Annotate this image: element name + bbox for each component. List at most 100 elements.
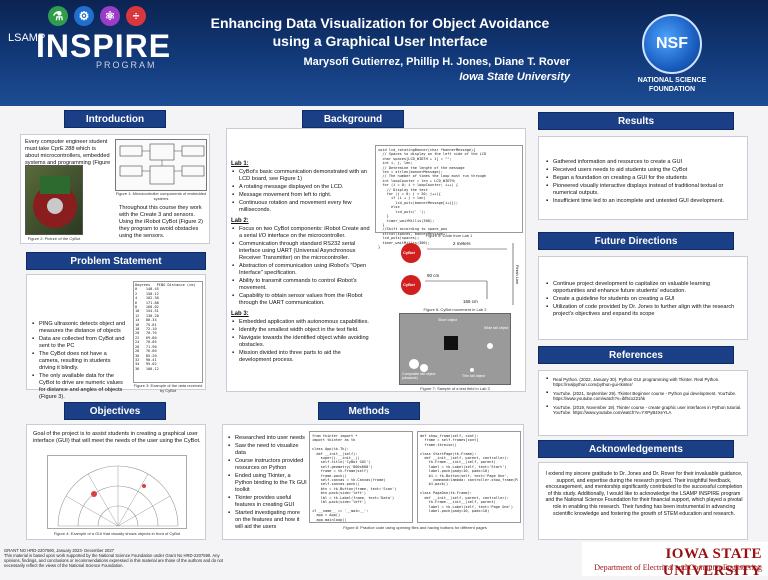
lab1-code: void lcd_rotatingBanner(char *bannerMess… <box>378 148 487 249</box>
data-table-row: 16 75.81 <box>135 322 157 327</box>
lab2-item: Ability to transmit commands to control … <box>231 278 371 292</box>
lab3-heading: Lab 3: <box>231 311 249 317</box>
problem-bullet: Data are collected from CyBot and sent t… <box>31 336 127 350</box>
isu-logo-band <box>582 542 768 576</box>
methods-bullet: Started investigating more on the featur… <box>227 510 307 531</box>
data-table-row: 18 72.10 <box>135 327 157 332</box>
mcu-diagram <box>115 139 207 191</box>
distance-2m-label: 2 meters <box>453 241 471 246</box>
lab2-heading: Lab 2: <box>231 218 249 224</box>
data-table-row: 30 85.20 <box>135 353 157 358</box>
finish-line-label: Finish Line <box>515 265 520 285</box>
isu-department: Department of Electrical and Computer En… <box>594 563 762 572</box>
references-heading: References <box>538 346 734 364</box>
acknowledgements-panel: I extend my sincere gratitude to Dr. Jon… <box>538 462 748 540</box>
results-bullet: Gathered information and resources to cr… <box>545 159 743 166</box>
cybot-label-2: CyBot <box>403 282 415 287</box>
lab3-test-field-svg <box>409 336 493 372</box>
data-table-row: 14 80.34 <box>135 318 157 323</box>
figure-6-caption: Figure 6: CyBot movement in Lab 2 <box>423 307 487 312</box>
future-panel: Continue project development to capitali… <box>538 256 748 340</box>
lab3-item: Embedded application with autonomous cap… <box>231 319 371 326</box>
divide-icon: ÷ <box>126 6 146 26</box>
poster-header: ⚗ ⚙ ⚛ ÷ LSAMP INSPIRE PROGRAM Enhancing … <box>0 0 768 106</box>
figure-7-caption: Figure 7: Sample of a test field in Lab … <box>420 386 490 391</box>
future-bullets: Continue project development to capitali… <box>545 281 743 319</box>
lab1-list: CyBot's basic communication demonstrated… <box>231 169 371 214</box>
data-table-row: 10 154.51 <box>135 309 159 314</box>
data-table-row: 12 130.20 <box>135 313 159 318</box>
atom-icon: ⚛ <box>100 6 120 26</box>
isu-wordmark: IOWA STATE UNIVERSITY <box>662 546 762 579</box>
data-table-row: 28 76.66 <box>135 349 157 354</box>
field-label-thin: Thin tall object <box>462 374 486 378</box>
methods-bullet: Tkinter provides useful features in crea… <box>227 495 307 509</box>
background-labs: Lab 1: CyBot's basic communication demon… <box>231 157 371 365</box>
lab1-item: Continuous rotation and movement every f… <box>231 200 371 214</box>
objectives-text: Goal of the project is to assist student… <box>33 431 201 444</box>
poster-authors: Marysofi Gutierrez, Phillip H. Jones, Di… <box>303 56 570 68</box>
field-label-composite: Composite tall object (obstacle) <box>402 372 436 380</box>
lab3-list: Embedded application with autonomous cap… <box>231 319 371 364</box>
lab1-item: Message movement from left to right. <box>231 192 371 199</box>
program-text: PROGRAM <box>96 60 157 70</box>
references-panel: Real Python. (2022, January 30). Python … <box>538 370 748 436</box>
methods-bullet: Saw the need to visualize data <box>227 443 307 457</box>
figure-5-caption: Figure 5: Code from Lab 1 <box>425 233 473 238</box>
lab2-movement-svg <box>401 243 514 305</box>
data-table-row: 32 90.41 <box>135 357 157 362</box>
problem-bullet: The CyBot does not have a camera, result… <box>31 351 127 372</box>
mcu-diagram-svg <box>119 143 205 185</box>
cybot-photo <box>25 165 83 235</box>
lab2-item: Focus on two CyBot components: iRobot Cr… <box>231 226 371 240</box>
data-table-row: 20 70.76 <box>135 331 157 336</box>
acknowledgements-text: I extend my sincere gratitude to Dr. Jon… <box>545 471 743 517</box>
methods-heading: Methods <box>318 402 420 420</box>
results-bullet: Pioneered visually interactive displays … <box>545 183 743 197</box>
methods-code-right-text: def show_frame(self, cont): frame = self… <box>420 434 518 513</box>
methods-code-right: def show_frame(self, cont): frame = self… <box>417 431 521 523</box>
acknowledgements-heading: Acknowledgements <box>538 440 734 458</box>
lab1-item: CyBot's basic communication demonstrated… <box>231 169 371 183</box>
figure-1-caption: Figure 1: Microcontroller components of … <box>115 191 207 201</box>
lab3-item: Identify the smallest width object in th… <box>231 327 371 334</box>
lab2-item: Capability to obtain sensor values from … <box>231 293 371 307</box>
introduction-text-2: Throughout this course they work with th… <box>119 205 203 239</box>
objectives-panel: Goal of the project is to assist student… <box>26 424 206 540</box>
inspire-text: INSPIRE <box>36 28 172 64</box>
background-heading: Background <box>302 110 404 128</box>
distance-90cm-label: 90 cm <box>427 273 440 278</box>
poster-title: Enhancing Data Visualization for Object … <box>210 15 550 49</box>
flask-icon: ⚗ <box>48 6 68 26</box>
references-list: Real Python. (2022, January 30). Python … <box>545 377 743 416</box>
lab3-item: Navigate towards the identified object w… <box>231 335 371 349</box>
figure-4-caption: Figure 4: Example of a GUI that visually… <box>53 531 181 536</box>
grant-note: GRANT NO HRD-2207590, January 2023- Dece… <box>4 548 224 568</box>
lab1-heading: Lab 1: <box>231 161 249 167</box>
results-bullet: Insufficient time led to an incomplete a… <box>545 198 743 205</box>
problem-bullets: PING ultrasonic detects object and measu… <box>31 321 127 402</box>
cybot-photo-svg <box>33 176 77 228</box>
distance-165cm-label: 165 cm <box>463 299 478 304</box>
data-table-row: 22 69.80 <box>135 335 157 340</box>
future-bullet: Continue project development to capitali… <box>545 281 743 295</box>
introduction-heading: Introduction <box>64 110 166 128</box>
methods-code-left: from tkinter import * import tkinter as … <box>309 431 413 523</box>
figure-8-caption: Figure 8: Practice code using opening fi… <box>343 525 487 530</box>
poster-university: Iowa State University <box>459 71 570 83</box>
problem-panel: PING ultrasonic detects object and measu… <box>26 274 206 400</box>
lab2-item: Communication through standard RS232 ser… <box>231 241 371 262</box>
future-bullet: Create a guideline for students on creat… <box>545 296 743 303</box>
data-table-header: Degrees PING Distance (cm) <box>135 283 196 287</box>
methods-panel: Researched into user needs Saw the need … <box>222 424 524 540</box>
data-table-row: 24 70.05 <box>135 340 157 345</box>
data-table-row: 26 71.90 <box>135 344 157 349</box>
results-heading: Results <box>538 112 734 130</box>
results-panel: Gathered information and resources to cr… <box>538 136 748 220</box>
background-panel: Lab 1: CyBot's basic communication demon… <box>226 128 526 392</box>
reference-item: YouTube. (2021, September 29). Tkinter B… <box>545 391 743 402</box>
data-table-row: 36 100.12 <box>135 366 159 371</box>
results-bullet: Received users needs to aid students usi… <box>545 167 743 174</box>
